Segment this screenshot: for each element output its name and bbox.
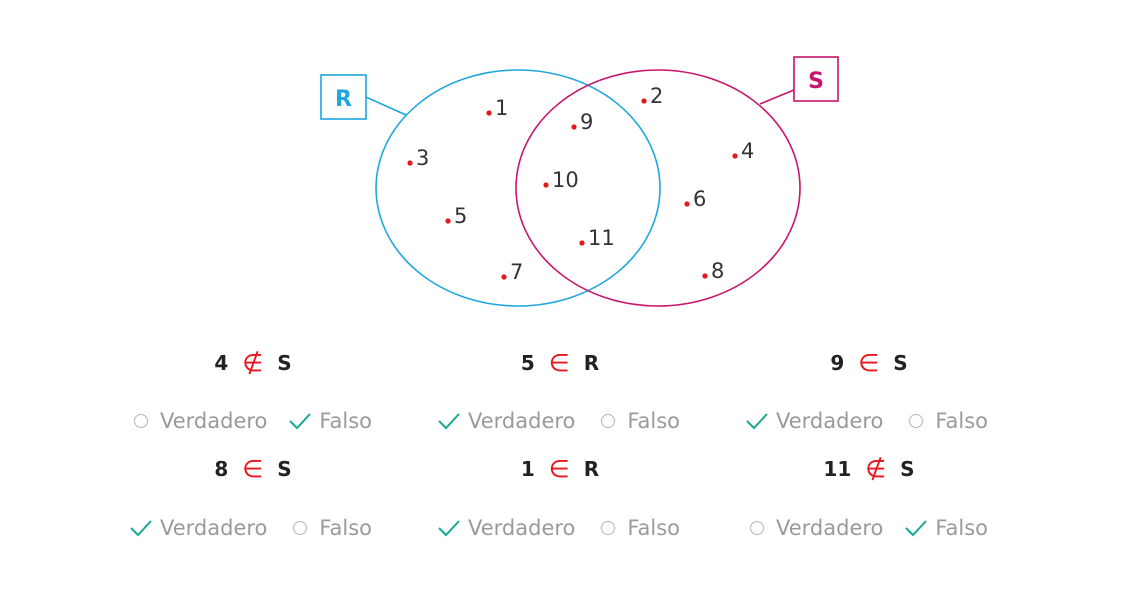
membership-symbol: ∈: [858, 349, 880, 377]
element-label-1: 1: [495, 96, 508, 120]
statement-element: 4: [214, 351, 229, 375]
element-label-6: 6: [693, 187, 706, 211]
option-verdadero-label: Verdadero: [160, 516, 268, 540]
radio-circle-icon: [134, 414, 148, 428]
set-r-circle: [375, 69, 661, 307]
set-r-label-box: [320, 74, 367, 120]
venn-diagram: R S 1 2 3 4 5 6 7 8 9 10 11: [320, 56, 839, 307]
check-icon: [289, 413, 312, 430]
set-s-circle: [515, 69, 801, 307]
radio-circle-icon: [909, 414, 924, 428]
option-verdadero[interactable]: Verdadero: [130, 516, 267, 540]
membership-symbol: ∈: [548, 349, 570, 377]
membership-symbol: ∈: [548, 455, 570, 483]
set-s-connector: [759, 89, 795, 105]
option-falso-label: Falso: [319, 409, 373, 433]
statement-element: 5: [520, 351, 535, 375]
element-label-9: 9: [580, 110, 593, 134]
statement-element: 9: [830, 351, 845, 375]
option-verdadero-label: Verdadero: [160, 409, 268, 433]
element-label-11: 11: [588, 226, 615, 250]
check-icon: [130, 520, 152, 537]
check-icon: [438, 520, 460, 537]
element-dot-4: [732, 153, 738, 159]
element-dot-7: [501, 274, 507, 280]
element-label-3: 3: [416, 146, 429, 170]
option-verdadero-label: Verdadero: [468, 409, 576, 433]
option-falso[interactable]: Falso: [905, 409, 988, 433]
set-r-connector: [365, 96, 407, 116]
element-dot-3: [407, 160, 413, 166]
element-label-10: 10: [552, 168, 579, 192]
option-verdadero[interactable]: Verdadero: [438, 409, 575, 433]
answer-options: Verdadero Falso: [438, 406, 702, 436]
option-verdadero[interactable]: Verdadero: [746, 516, 883, 540]
option-falso[interactable]: Falso: [597, 409, 680, 433]
answer-options: Verdadero Falso: [746, 513, 1010, 543]
element-dot-1: [486, 110, 492, 116]
option-falso-label: Falso: [935, 516, 989, 540]
membership-statement: 11 ∉ S: [769, 454, 969, 484]
set-s-label: S: [808, 69, 824, 94]
membership-statement: 4 ∉ S: [153, 348, 353, 378]
option-verdadero-label: Verdadero: [468, 516, 576, 540]
membership-statement: 1 ∈ R: [460, 454, 660, 484]
element-dot-8: [702, 273, 708, 279]
radio-circle-icon: [750, 521, 764, 535]
option-verdadero-label: Verdadero: [776, 516, 884, 540]
membership-statement: 8 ∈ S: [153, 454, 353, 484]
element-dot-2: [641, 98, 647, 104]
option-verdadero-label: Verdadero: [776, 409, 884, 433]
element-dot-11: [579, 240, 585, 246]
radio-circle-icon: [293, 521, 308, 535]
answer-options: Verdadero Falso: [438, 513, 702, 543]
element-label-4: 4: [741, 139, 754, 163]
statement-set: R: [583, 351, 600, 375]
option-falso-label: Falso: [935, 409, 989, 433]
set-r-label: R: [335, 87, 352, 112]
option-falso[interactable]: Falso: [597, 516, 680, 540]
option-falso[interactable]: Falso: [905, 516, 988, 540]
statement-set: S: [277, 457, 292, 481]
radio-circle-icon: [601, 521, 616, 535]
check-icon: [438, 413, 460, 430]
statement-set: R: [583, 457, 600, 481]
membership-statement: 5 ∈ R: [460, 348, 660, 378]
set-s-label-box: [793, 56, 839, 102]
element-dot-9: [571, 124, 577, 130]
option-verdadero[interactable]: Verdadero: [130, 409, 267, 433]
option-falso[interactable]: Falso: [289, 409, 372, 433]
element-dot-5: [445, 218, 451, 224]
element-label-2: 2: [650, 84, 663, 108]
statement-element: 1: [520, 457, 535, 481]
statement-set: S: [900, 457, 915, 481]
check-icon: [905, 520, 928, 537]
answer-options: Verdadero Falso: [746, 406, 1010, 436]
element-label-8: 8: [711, 259, 724, 283]
option-verdadero[interactable]: Verdadero: [438, 516, 575, 540]
answer-options: Verdadero Falso: [130, 513, 394, 543]
option-verdadero[interactable]: Verdadero: [746, 409, 883, 433]
membership-symbol: ∈: [242, 455, 264, 483]
answer-options: Verdadero Falso: [130, 406, 394, 436]
option-falso-label: Falso: [319, 516, 373, 540]
membership-symbol: ∉: [865, 455, 887, 483]
radio-circle-icon: [601, 414, 616, 428]
element-dot-6: [684, 201, 690, 207]
membership-statement: 9 ∈ S: [769, 348, 969, 378]
option-falso-label: Falso: [627, 516, 681, 540]
statement-set: S: [277, 351, 292, 375]
option-falso-label: Falso: [627, 409, 681, 433]
check-icon: [746, 413, 768, 430]
statement-element: 8: [214, 457, 229, 481]
statement-set: S: [893, 351, 908, 375]
element-dot-10: [543, 182, 549, 188]
option-falso[interactable]: Falso: [289, 516, 372, 540]
membership-symbol: ∉: [242, 349, 264, 377]
statement-element: 11: [823, 457, 852, 481]
element-label-7: 7: [510, 260, 523, 284]
element-label-5: 5: [454, 204, 467, 228]
